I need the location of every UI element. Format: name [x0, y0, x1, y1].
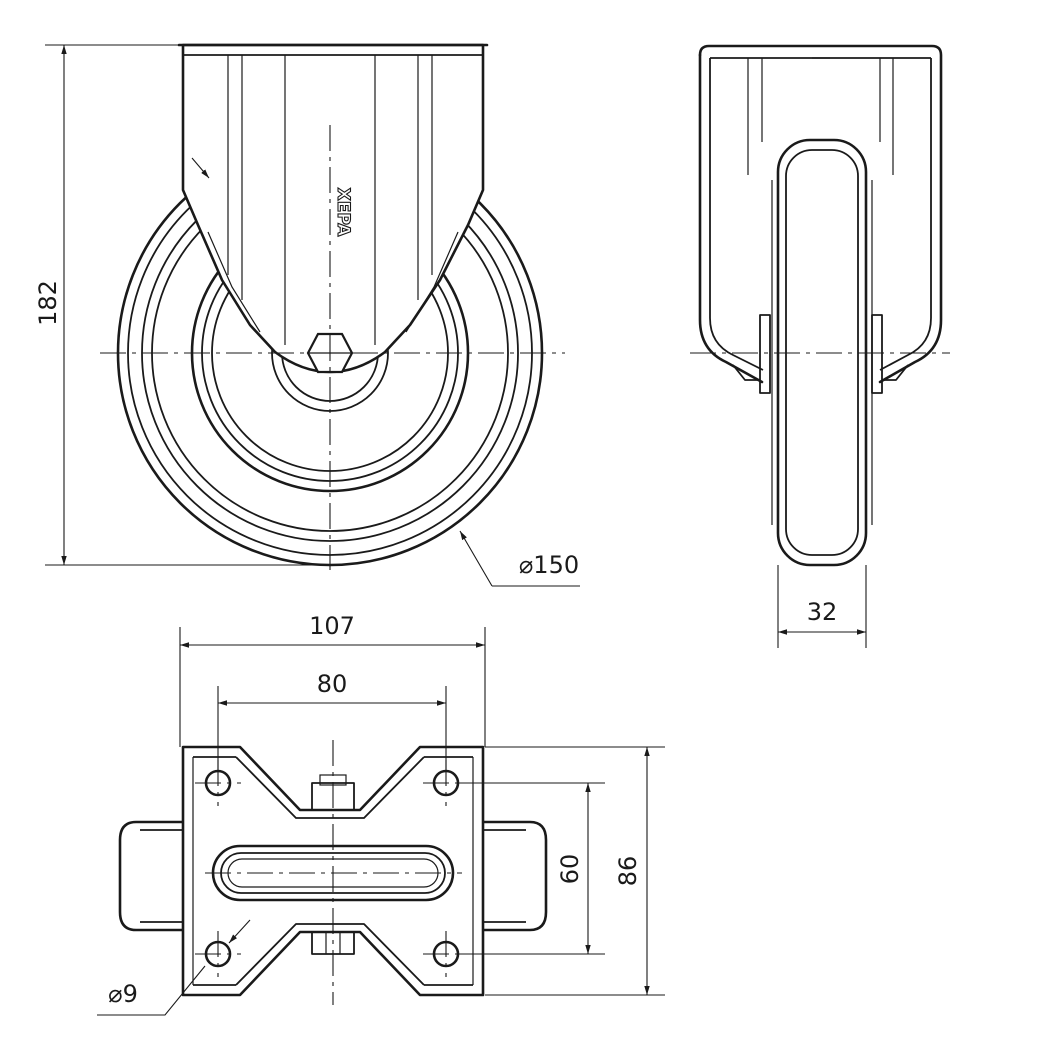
side-view: 32 [690, 44, 950, 648]
dimension-bolt-spacing-length: 80 [317, 670, 348, 698]
top-wheel [118, 820, 548, 932]
brand-mark: XEPA [333, 188, 353, 238]
top-view: 107 80 60 86 ⌀9 [97, 612, 665, 1016]
dimension-wheel-width: 32 [807, 598, 838, 626]
dimension-overall-height: 182 [34, 280, 62, 326]
front-view: XEPA 182 ⌀150 [34, 43, 580, 587]
dimension-plate-length: 107 [309, 612, 355, 640]
dimension-wheel-diameter: ⌀150 [519, 551, 579, 579]
side-bracket [698, 44, 943, 394]
dimension-bolt-spacing-width: 60 [556, 854, 584, 885]
fork-bracket [177, 43, 489, 374]
dimension-plate-width: 86 [614, 856, 642, 887]
dimension-bolt-hole-diameter: ⌀9 [108, 980, 138, 1008]
